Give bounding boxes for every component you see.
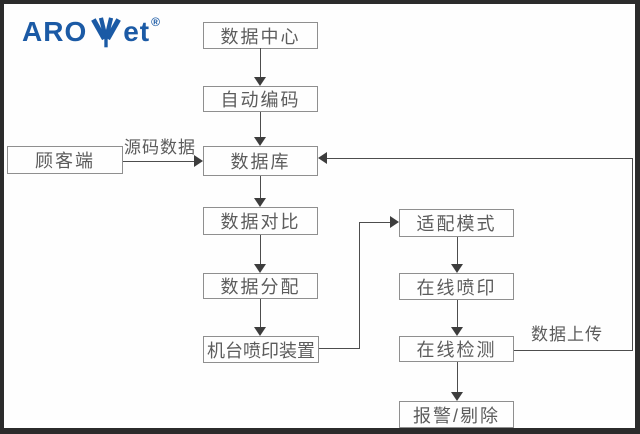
leaf-spike-icon (91, 17, 122, 48)
edge-customer-database-line (123, 161, 195, 162)
edge-autoencode-database-arrowhead (254, 137, 266, 146)
edge-label-source-data: 源码数据 (124, 138, 196, 157)
node-database: 数据库 (203, 146, 318, 176)
edge-compare-distribute-arrowhead (254, 264, 266, 273)
edge-database-compare-arrowhead (254, 198, 266, 207)
edge-detect-database-arrowhead (318, 152, 327, 164)
edge-machine-adapt-hline1 (319, 348, 360, 349)
edge-onlineprint-detect-arrowhead (451, 327, 463, 336)
node-alarm-reject: 报警/剔除 (399, 401, 514, 428)
registered-trademark-icon: ® (151, 15, 160, 29)
node-adapt-mode: 适配模式 (399, 209, 514, 237)
edge-autoencode-database-line (260, 112, 261, 138)
node-online-print: 在线喷印 (399, 273, 514, 300)
edge-detect-alarm-line (457, 362, 458, 393)
edge-machine-adapt-hline2 (359, 222, 391, 223)
node-auto-encode: 自动编码 (203, 86, 318, 112)
edge-datacenter-autoencode-arrowhead (254, 77, 266, 86)
edge-machine-adapt-arrowhead (390, 216, 399, 228)
logo-text-aro: ARO (22, 16, 88, 47)
edge-database-compare-line (260, 176, 261, 199)
node-machine-print: 机台喷印装置 (203, 336, 319, 363)
edge-distribute-machine-arrowhead (254, 327, 266, 336)
edge-detect-database-hline2 (327, 158, 633, 159)
edge-adapt-onlineprint-arrowhead (451, 264, 463, 273)
edge-machine-adapt-vline (359, 222, 360, 349)
edge-datacenter-autoencode-line (260, 48, 261, 78)
edge-compare-distribute-line (260, 235, 261, 265)
edge-detect-alarm-arrowhead (451, 392, 463, 401)
edge-detect-database-vline (632, 158, 633, 351)
edge-adapt-onlineprint-line (457, 237, 458, 265)
node-online-detect: 在线检测 (399, 336, 514, 362)
logo-text-et: et (123, 16, 151, 47)
edge-customer-database-arrowhead (194, 155, 203, 167)
edge-onlineprint-detect-line (457, 300, 458, 328)
diagram-canvas: ARO et ® (4, 4, 635, 428)
node-data-distribute: 数据分配 (203, 273, 318, 299)
edge-detect-database-hline1 (514, 350, 633, 351)
edge-label-data-upload: 数据上传 (531, 325, 603, 344)
edge-distribute-machine-line (260, 299, 261, 328)
node-data-center: 数据中心 (203, 22, 318, 49)
arojet-logo: ARO et ® (22, 14, 160, 50)
node-customer: 顾客端 (7, 146, 123, 174)
node-data-compare: 数据对比 (203, 207, 318, 235)
